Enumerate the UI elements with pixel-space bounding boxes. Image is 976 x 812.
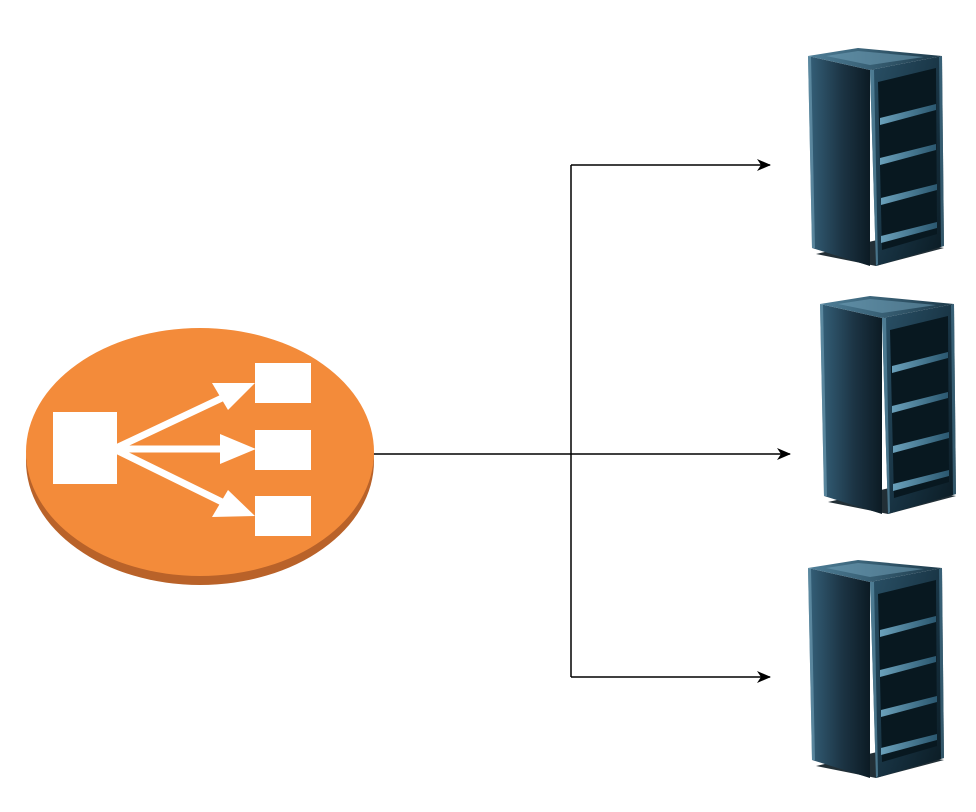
server-rack-icon bbox=[820, 296, 956, 514]
server-rack-icon bbox=[808, 560, 944, 778]
server-rack-icon bbox=[808, 48, 944, 266]
load-balancer-icon bbox=[26, 328, 374, 585]
connector-group bbox=[372, 159, 791, 683]
